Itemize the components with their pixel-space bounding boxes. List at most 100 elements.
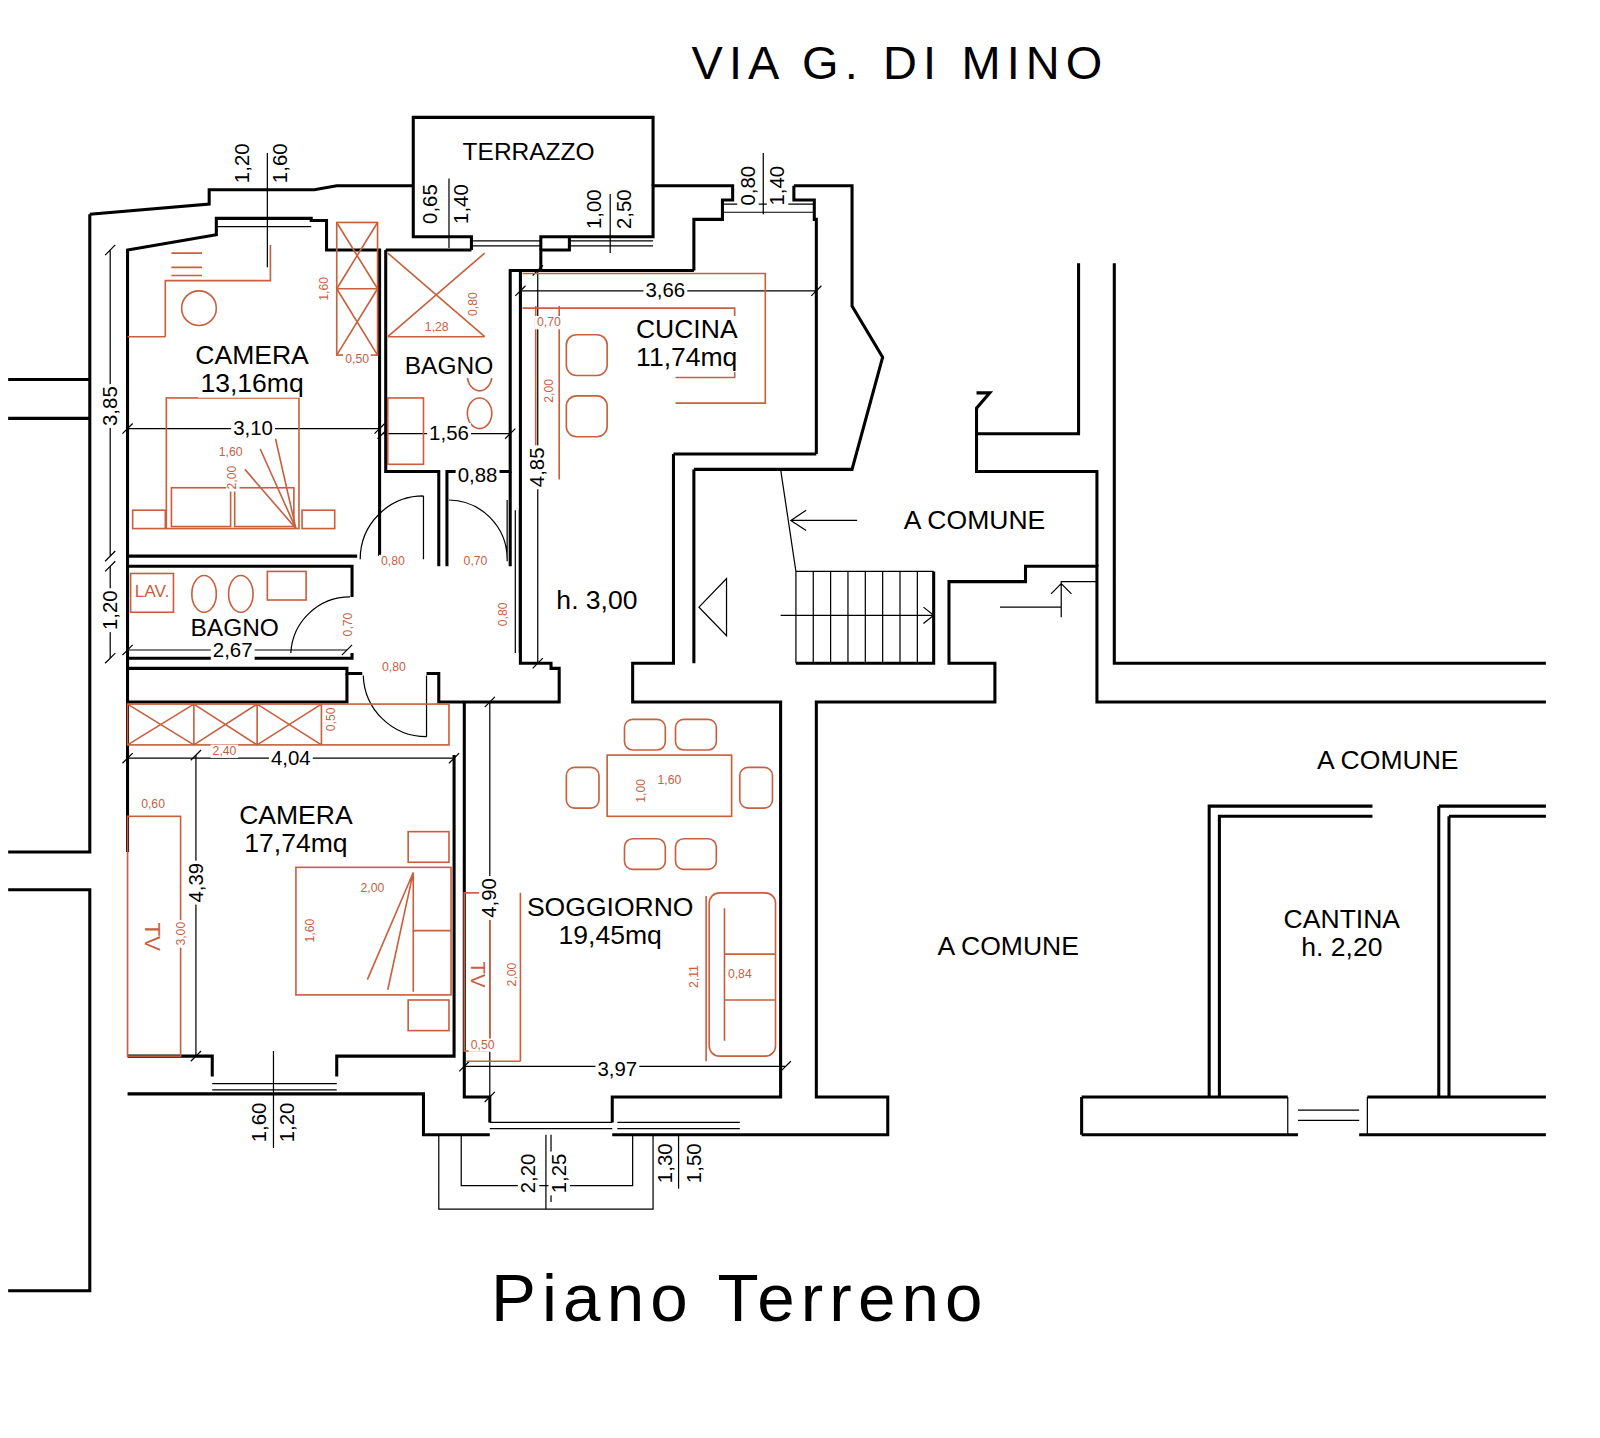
dimension: 0,70 — [535, 316, 563, 329]
dimension: 1,60 — [655, 774, 683, 787]
furniture-part — [607, 755, 731, 816]
door-part — [449, 500, 507, 561]
dimension: 2,40 — [211, 745, 239, 758]
label-anchor: 4,90 — [479, 876, 500, 920]
label-anchor: 1,60 — [318, 275, 331, 303]
dimension: 1,20 — [99, 588, 120, 632]
label-anchor: 2,00 — [226, 464, 239, 492]
label-anchor: 1,28 — [423, 321, 451, 334]
label-anchor: LAV. — [135, 583, 170, 601]
label-anchor: 0,80 — [379, 555, 407, 568]
furniture-part — [566, 335, 607, 376]
furniture-part — [408, 832, 449, 863]
label-anchor: 2,11 — [687, 963, 700, 990]
dimension: 0,80 — [497, 600, 510, 628]
furniture-part — [171, 488, 230, 527]
room-area: 11,74mq — [634, 344, 739, 372]
room: CUCINA11,74mq — [634, 316, 740, 372]
room: TERRAZZO — [461, 138, 597, 164]
stair-part — [781, 469, 934, 663]
room: SOGGIORNO19,45mq — [525, 894, 696, 950]
furniture — [128, 222, 776, 1061]
label-anchor: 0,80 — [380, 661, 408, 674]
dimension: 0,80 — [737, 164, 758, 208]
dimension: 4,85 — [527, 445, 548, 489]
dimension: 2,67 — [211, 639, 255, 660]
label-anchor: 4,04 — [269, 747, 313, 768]
room-area: 13,16mq — [198, 369, 305, 397]
furniture-part — [408, 1000, 449, 1031]
area-label: A COMUNE — [902, 506, 1048, 534]
wall-part — [541, 186, 883, 470]
label-anchor: A COMUNE — [1315, 746, 1461, 774]
furniture-part — [566, 767, 599, 808]
door-part — [515, 510, 519, 653]
furniture-part — [128, 704, 322, 745]
label-anchor: 1,60 — [304, 917, 317, 945]
label-anchor: 0,50 — [343, 353, 371, 366]
dimension: 1,20 — [277, 1101, 298, 1145]
dimension-line-part — [105, 153, 821, 1202]
label-anchor: 3,10 — [231, 418, 275, 439]
label-anchor: TV — [467, 961, 488, 987]
furniture-part — [166, 398, 299, 529]
furniture-part — [182, 291, 217, 326]
room: CAMERA17,74mq — [237, 802, 355, 858]
dimension: 0,50 — [343, 353, 371, 366]
dimension: 1,50 — [683, 1141, 704, 1185]
room-area: h. 2,20 — [1299, 934, 1384, 962]
dimension: 4,90 — [479, 876, 500, 920]
furniture-part — [296, 867, 451, 995]
dimension: 0,84 — [726, 968, 754, 981]
label-anchor: 1,00 — [583, 187, 604, 231]
wall-part — [128, 270, 694, 702]
room-area: 19,45mq — [557, 921, 664, 949]
dimension: 1,00 — [634, 777, 647, 805]
room-name: CAMERA — [193, 342, 311, 370]
furniture-part — [192, 576, 216, 613]
furniture-part — [128, 816, 181, 1056]
dimension: 3,00 — [175, 920, 188, 948]
area-label: A COMUNE — [935, 933, 1081, 961]
label-anchor: 0,80 — [467, 290, 480, 318]
label-anchor: 0,50 — [325, 705, 338, 733]
dimension-line-part — [105, 265, 791, 1102]
label-anchor: 2,50 — [614, 187, 635, 231]
label-anchor: 1,60 — [248, 1101, 269, 1145]
label-anchor: 4,85 — [527, 445, 548, 489]
dimension: 1,40 — [451, 182, 472, 226]
furniture-part — [302, 510, 335, 528]
room-name: CAMERA — [237, 802, 355, 830]
dimension: 1,60 — [248, 1101, 269, 1145]
furniture-part — [724, 908, 775, 1041]
dimension: 0,60 — [139, 798, 167, 811]
dimension: 1,20 — [232, 141, 253, 185]
door-part — [363, 676, 426, 737]
label-anchor: 4,39 — [185, 861, 206, 905]
label-anchor: 0,84 — [726, 968, 754, 981]
label-anchor: 1,50 — [683, 1141, 704, 1185]
label-anchor: 1,60 — [655, 774, 683, 787]
fixture-label: TV — [141, 922, 165, 951]
dimension: 4,39 — [185, 861, 206, 905]
dimension: 2,00 — [543, 377, 556, 405]
dimension: 1,25 — [548, 1152, 569, 1196]
dimension: 1,60 — [304, 917, 317, 945]
label-anchor: 3,00 — [175, 920, 188, 948]
furniture-part — [566, 396, 607, 437]
label-anchor: 1,56 — [427, 423, 471, 444]
label-anchor: 1,20 — [99, 588, 120, 632]
label-anchor: 2,40 — [211, 745, 239, 758]
furniture-part — [466, 893, 706, 1061]
label-anchor: 0,88 — [456, 465, 500, 486]
wall-part — [128, 263, 1546, 1134]
dimension: 1,56 — [427, 423, 471, 444]
furniture-part — [171, 253, 202, 275]
dimension: 3,85 — [99, 384, 120, 428]
dimension: 1,60 — [217, 446, 245, 459]
label-anchor: 2,67 — [211, 639, 255, 660]
room: CANTINAh. 2,20 — [1282, 906, 1403, 962]
dimension: 3,97 — [595, 1059, 639, 1080]
label-anchor: 2,00 — [358, 881, 386, 894]
